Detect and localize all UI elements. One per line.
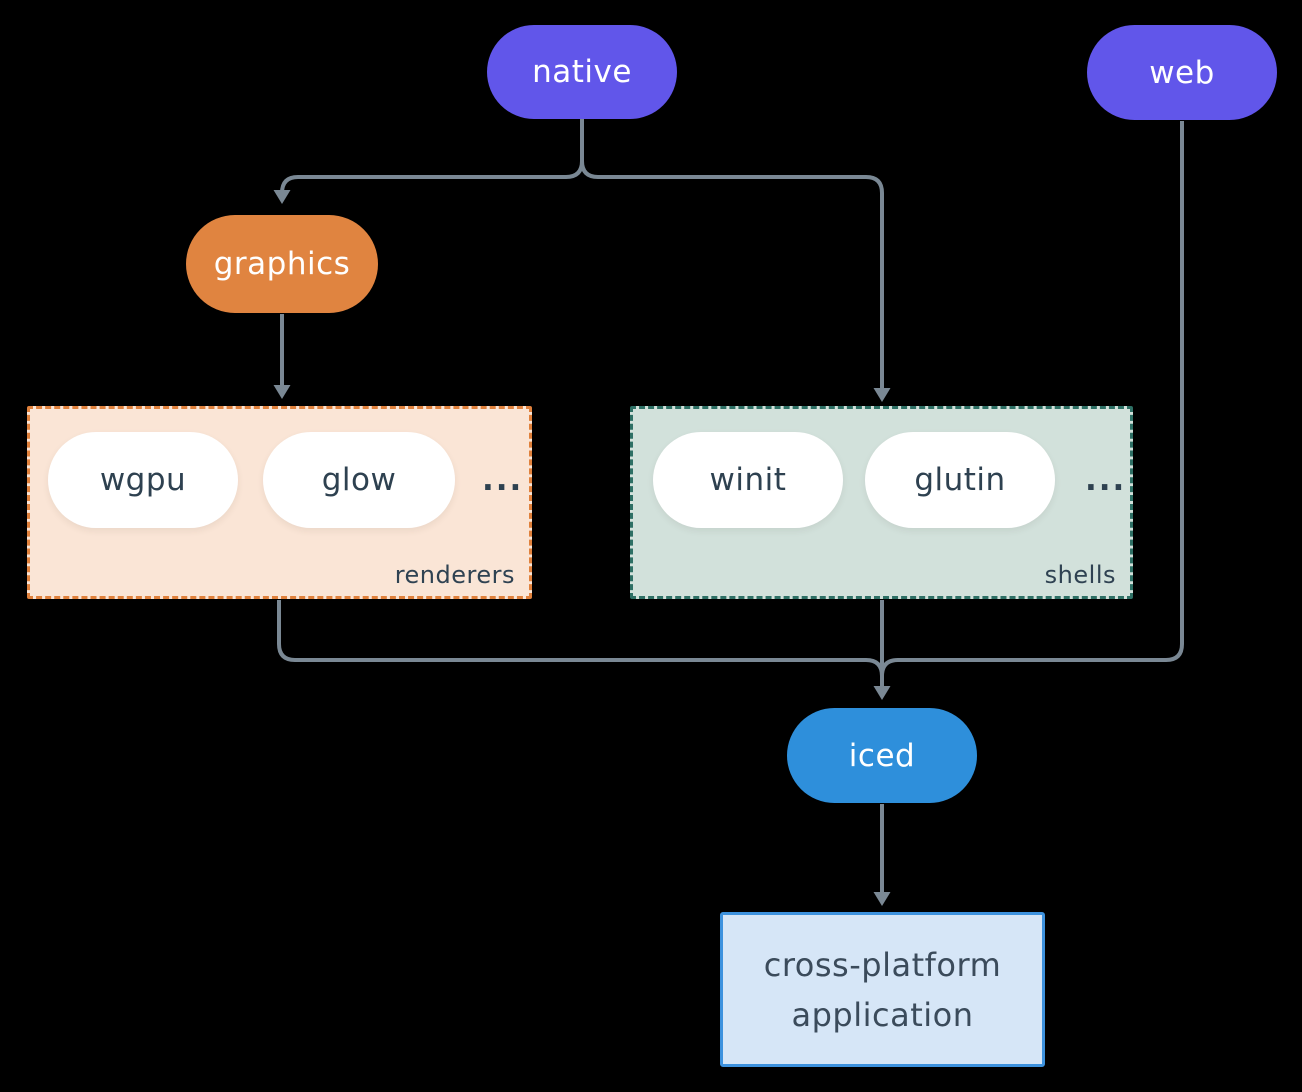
arrowhead-into-iced bbox=[873, 686, 891, 700]
arrowhead-into-shells bbox=[873, 388, 891, 402]
application-node: cross-platform application bbox=[720, 912, 1045, 1067]
iced-node-label: iced bbox=[848, 737, 916, 774]
arrowhead-into-application bbox=[873, 892, 891, 906]
application-node-label-line2: application bbox=[791, 995, 974, 1034]
native-node: native bbox=[487, 25, 677, 119]
web-node: web bbox=[1087, 25, 1277, 120]
wgpu-node-label: wgpu bbox=[99, 462, 187, 498]
wgpu-node: wgpu bbox=[48, 432, 238, 528]
glutin-node: glutin bbox=[865, 432, 1055, 528]
shells-group: winit glutin ... shells bbox=[630, 406, 1133, 599]
renderers-ellipsis: ... bbox=[482, 462, 524, 498]
graphics-node-label: graphics bbox=[213, 246, 351, 282]
shells-ellipsis: ... bbox=[1085, 462, 1127, 498]
winit-node: winit bbox=[653, 432, 843, 528]
edge-native-graphics bbox=[280, 119, 584, 194]
renderers-group: wgpu glow ... renderers bbox=[27, 406, 532, 599]
web-node-label: web bbox=[1149, 54, 1215, 91]
iced-node: iced bbox=[787, 708, 977, 803]
native-node-label: native bbox=[532, 54, 632, 90]
winit-node-label: winit bbox=[709, 462, 787, 498]
edge-native-shells bbox=[580, 119, 884, 388]
renderers-group-label: renderers bbox=[394, 561, 515, 589]
arrowhead-into-renderers bbox=[273, 385, 291, 399]
shells-group-label: shells bbox=[1044, 561, 1116, 589]
glutin-node-label: glutin bbox=[914, 462, 1006, 498]
arrowhead-into-graphics bbox=[273, 190, 291, 204]
application-node-label-line1: cross-platform bbox=[763, 945, 1002, 984]
edge-renderers-iced bbox=[277, 600, 884, 677]
graphics-node: graphics bbox=[186, 215, 378, 313]
glow-node: glow bbox=[263, 432, 455, 528]
glow-node-label: glow bbox=[321, 462, 397, 498]
